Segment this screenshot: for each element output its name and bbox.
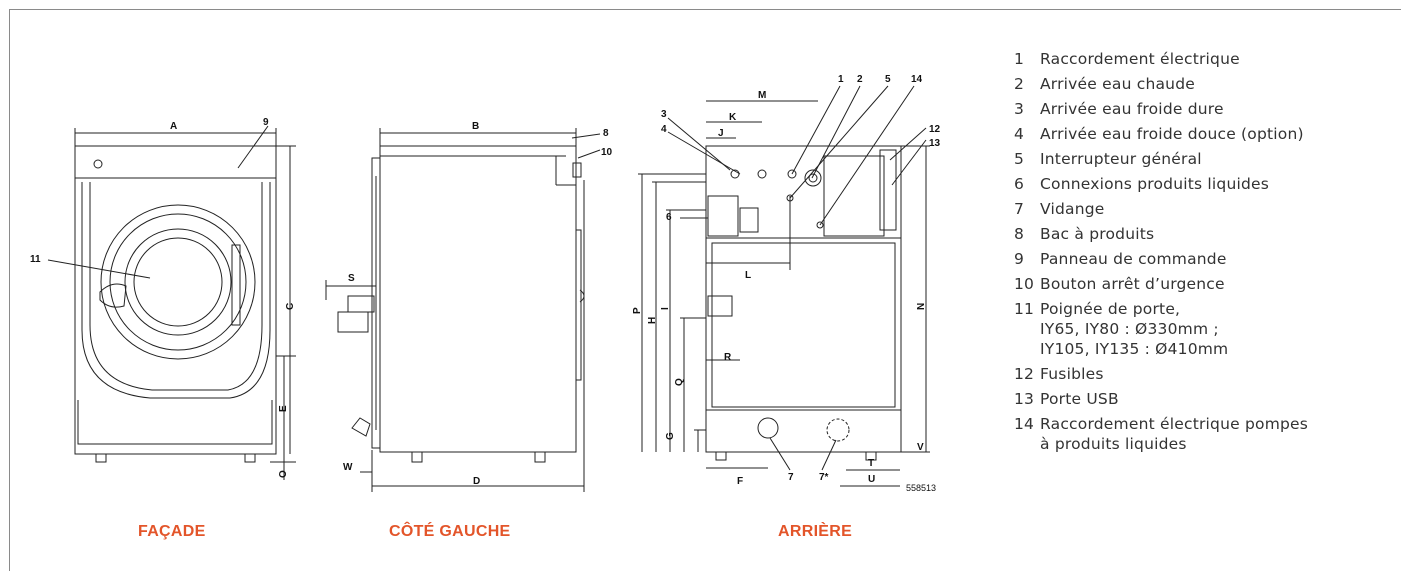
rear-view-label: ARRIÈRE: [778, 523, 853, 540]
svg-text:L: L: [745, 270, 751, 281]
legend-item: 8 Bac à produits: [1014, 224, 1394, 244]
legend-number: 7: [1014, 200, 1025, 218]
svg-text:6: 6: [666, 212, 672, 223]
legend-number: 4: [1014, 125, 1025, 143]
svg-text:B: B: [472, 121, 479, 132]
legend-item: 1 Raccordement électrique: [1014, 49, 1394, 69]
legend-item: 14 Raccordement électrique pompes à produ…: [1014, 414, 1394, 454]
legend-text: Bouton arrêt d’urgence: [1040, 275, 1225, 293]
legend-text: Raccordement électrique pompes à produit…: [1040, 415, 1309, 453]
legend-item: 9 Panneau de commande: [1014, 249, 1394, 269]
svg-text:R: R: [724, 352, 732, 363]
svg-text:12: 12: [929, 124, 941, 135]
legend-text: Poignée de porte, IY65, IY80 : Ø330mm ; …: [1040, 300, 1229, 358]
svg-text:G: G: [665, 432, 676, 440]
front-view-drawing: [47, 125, 296, 480]
legend-text: Connexions produits liquides: [1040, 175, 1270, 193]
rear-view-dim-labels: M K J L R F G H I I P Q N T U V 3 4 6 1 …: [632, 74, 941, 493]
legend-number: 2: [1014, 75, 1025, 93]
rear-view-drawing: [638, 85, 930, 487]
legend-text: Arrivée eau chaude: [1040, 75, 1195, 93]
legend-text: Bac à produits: [1040, 225, 1155, 243]
svg-text:D: D: [473, 476, 480, 487]
left-view-dim-labels: B S D W 8 10: [343, 121, 613, 487]
front-view-dim-labels: A C E O 11 9: [30, 117, 296, 478]
legend-number: 11: [1014, 300, 1035, 318]
legend-text: Arrivée eau froide douce (option): [1040, 125, 1304, 143]
left-view-drawing: [325, 128, 601, 492]
legend-number: 9: [1014, 250, 1025, 268]
legend-number: 14: [1014, 415, 1035, 433]
legend-item: 6 Connexions produits liquides: [1014, 174, 1394, 194]
legend-number: 6: [1014, 175, 1025, 193]
svg-text:3: 3: [661, 109, 667, 120]
svg-text:P: P: [632, 307, 643, 314]
svg-text:M: M: [758, 90, 766, 101]
front-view-label: FAÇADE: [138, 523, 206, 540]
legend-text: Panneau de commande: [1040, 250, 1227, 268]
legend-text: Interrupteur général: [1040, 150, 1202, 168]
svg-text:O: O: [278, 470, 289, 478]
svg-text:E: E: [278, 405, 289, 412]
svg-text:A: A: [170, 121, 177, 132]
legend-number: 12: [1014, 365, 1035, 383]
legend-number: 8: [1014, 225, 1025, 243]
svg-text:7*: 7*: [819, 472, 829, 483]
drawing-code: 558513: [906, 483, 936, 493]
legend-item: 10 Bouton arrêt d’urgence: [1014, 274, 1394, 294]
svg-text:K: K: [729, 112, 737, 123]
legend-item: 11 Poignée de porte, IY65, IY80 : Ø330mm …: [1014, 299, 1394, 359]
legend-text: Fusibles: [1040, 365, 1104, 383]
svg-text:H: H: [647, 317, 658, 324]
left-view-label: CÔTÉ GAUCHE: [389, 523, 511, 540]
svg-text:Q: Q: [674, 378, 685, 386]
page-frame: [9, 9, 1401, 571]
legend-text: Arrivée eau froide dure: [1040, 100, 1224, 118]
svg-text:9: 9: [263, 117, 269, 128]
svg-text:1: 1: [838, 74, 844, 85]
legend-item: 5 Interrupteur général: [1014, 149, 1394, 169]
svg-text:J: J: [718, 128, 724, 139]
legend-item: 13 Porte USB: [1014, 389, 1394, 409]
svg-text:U: U: [868, 474, 875, 485]
legend-item: 7 Vidange: [1014, 199, 1394, 219]
svg-text:C: C: [285, 303, 296, 310]
svg-text:I: I: [660, 307, 671, 310]
svg-text:V: V: [917, 442, 924, 453]
legend-text: Raccordement électrique: [1040, 50, 1240, 68]
legend-number: 3: [1014, 100, 1025, 118]
legend-item: 2 Arrivée eau chaude: [1014, 74, 1394, 94]
svg-text:T: T: [868, 458, 874, 469]
legend-item: 12 Fusibles: [1014, 364, 1394, 384]
svg-text:8: 8: [603, 128, 609, 139]
legend-list: 1 Raccordement électrique 2 Arrivée eau cha…: [1014, 49, 1394, 459]
svg-text:S: S: [348, 273, 355, 284]
legend-text: Porte USB: [1040, 390, 1119, 408]
svg-text:11: 11: [30, 254, 41, 265]
svg-text:4: 4: [661, 124, 667, 135]
legend-number: 5: [1014, 150, 1025, 168]
legend-item: 3 Arrivée eau froide dure: [1014, 99, 1394, 119]
svg-text:N: N: [916, 303, 927, 310]
legend-number: 10: [1014, 275, 1035, 293]
svg-text:5: 5: [885, 74, 891, 85]
legend-item: 4 Arrivée eau froide douce (option): [1014, 124, 1394, 144]
svg-text:7: 7: [788, 472, 794, 483]
svg-text:F: F: [737, 476, 743, 487]
svg-text:13: 13: [929, 138, 941, 149]
technical-drawing: A C E O 11 9 B S D W 8 10: [30, 74, 941, 493]
svg-text:10: 10: [601, 147, 613, 158]
legend-text: Vidange: [1040, 200, 1105, 218]
svg-text:2: 2: [857, 74, 863, 85]
legend-number: 13: [1014, 390, 1035, 408]
legend-number: 1: [1014, 50, 1025, 68]
svg-text:W: W: [343, 462, 353, 473]
svg-text:14: 14: [911, 74, 923, 85]
